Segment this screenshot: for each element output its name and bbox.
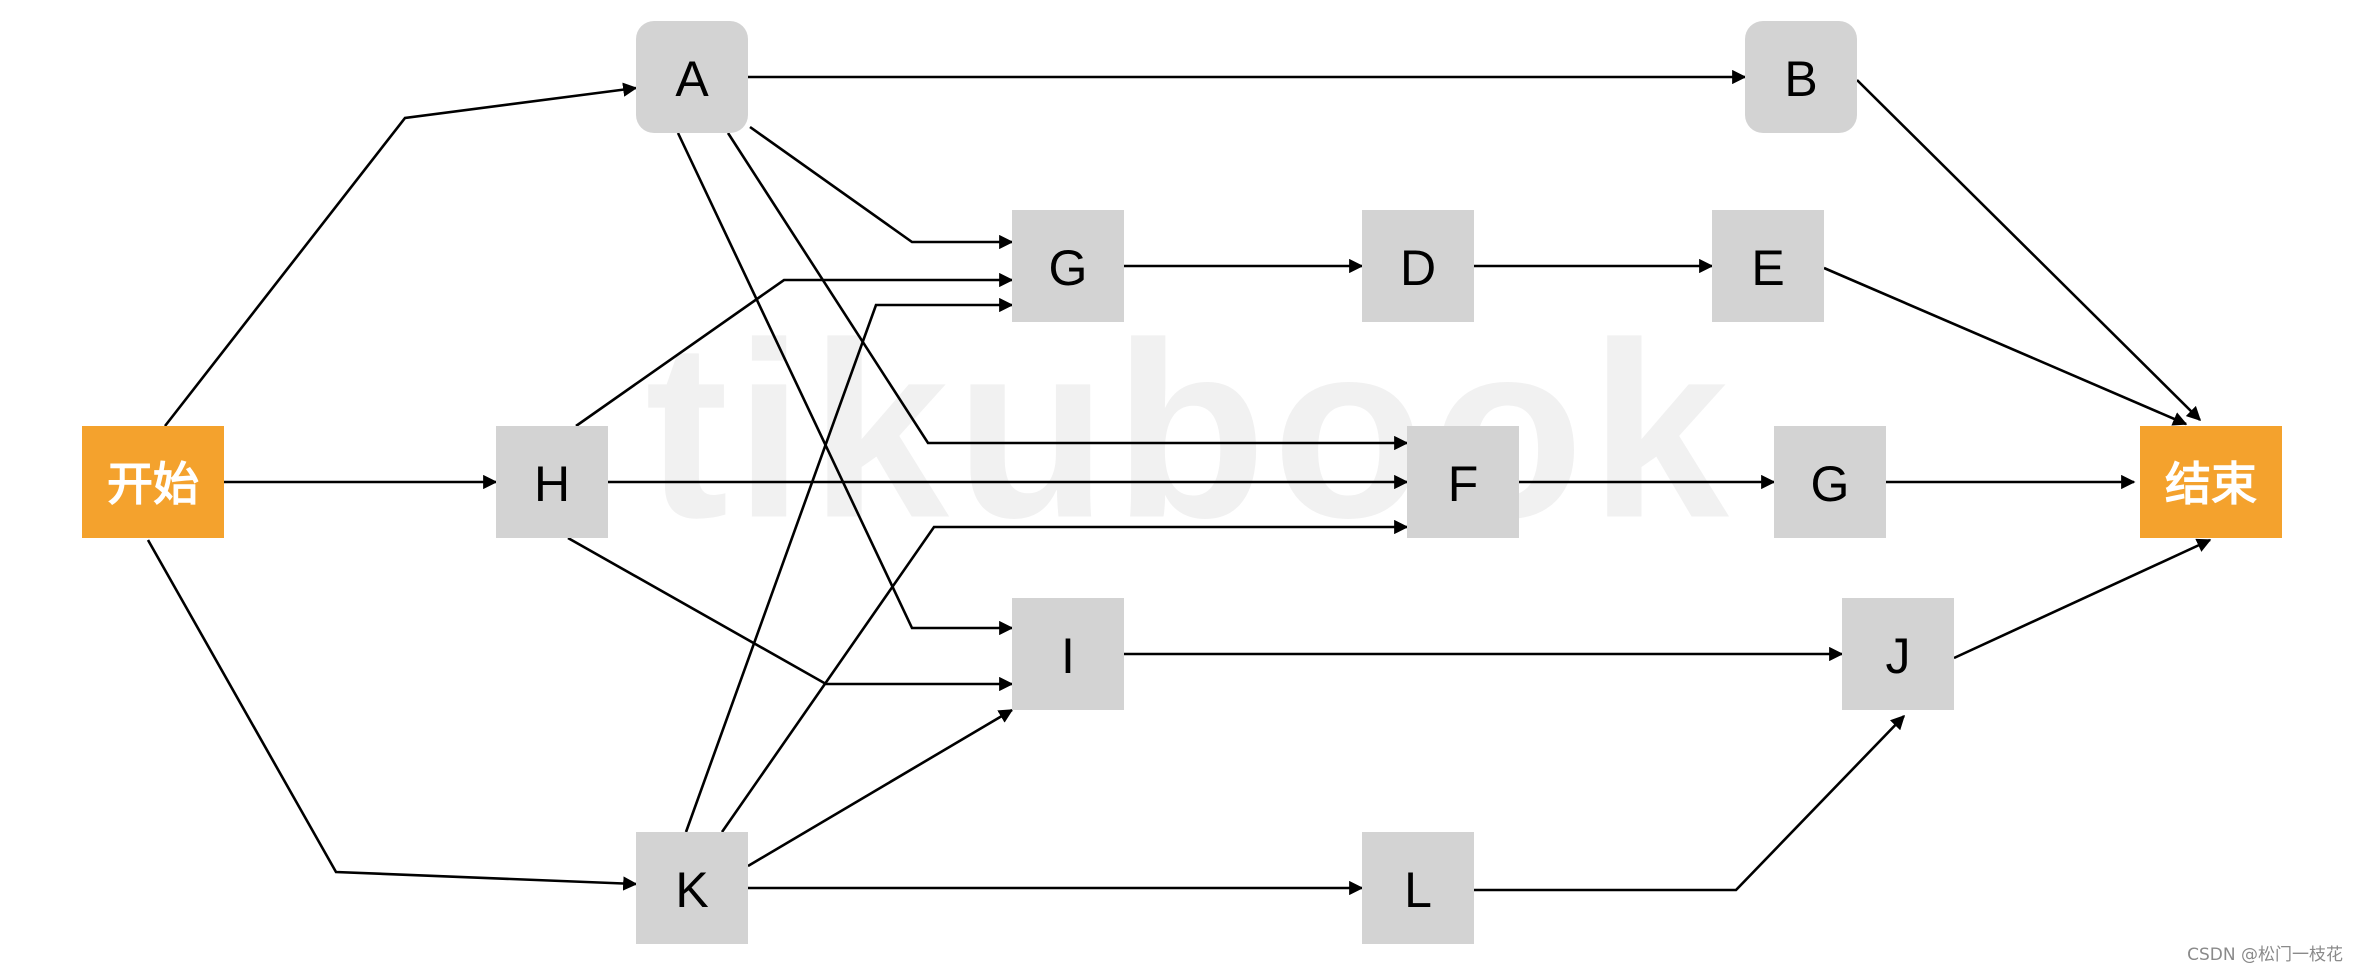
node-label: H: [534, 456, 570, 512]
node-label: E: [1751, 240, 1784, 296]
watermark: tikubook: [645, 291, 1735, 570]
edge-k-to-g1: [684, 297, 1014, 833]
node-label: J: [1886, 628, 1911, 684]
node-b: B: [1745, 21, 1857, 133]
edge-a-to-i: [676, 132, 1014, 636]
node-label: A: [675, 51, 709, 107]
edge-k-to-i: [747, 708, 1014, 868]
node-label: 开始: [107, 457, 199, 511]
node-label: D: [1400, 240, 1436, 296]
node-label: K: [675, 862, 708, 918]
edge-j-to-end: [1953, 538, 2212, 660]
node-e: E: [1712, 210, 1824, 322]
node-end: 结束: [2140, 426, 2282, 538]
node-g1: G: [1012, 210, 1124, 322]
node-box: [82, 426, 224, 538]
edge-a-to-g1: [749, 125, 1014, 250]
node-label: G: [1049, 240, 1088, 296]
node-a: A: [636, 21, 748, 133]
node-box: [636, 832, 748, 944]
node-box: [1012, 210, 1124, 322]
node-box: [2140, 426, 2282, 538]
node-label: L: [1404, 862, 1432, 918]
node-box: [1407, 426, 1519, 538]
edge-b-to-end: [1856, 79, 2202, 422]
node-box: [1774, 426, 1886, 538]
node-label: B: [1784, 51, 1817, 107]
node-l: L: [1362, 832, 1474, 944]
node-h: H: [496, 426, 608, 538]
node-box: [1362, 832, 1474, 944]
edge-l-to-j: [1474, 714, 1905, 892]
node-k: K: [636, 832, 748, 944]
node-d: D: [1362, 210, 1474, 322]
node-g2: G: [1774, 426, 1886, 538]
node-box: [1012, 598, 1124, 710]
edge-a-to-f: [726, 132, 1409, 451]
edge-start-to-k: [146, 539, 638, 891]
node-box: [1362, 210, 1474, 322]
node-i: I: [1012, 598, 1124, 710]
edge-h-to-g1: [575, 272, 1014, 428]
credit-text: CSDN @松门一枝花: [2187, 945, 2343, 965]
node-label: 结束: [2165, 457, 2257, 511]
edge-e-to-end: [1823, 266, 2188, 426]
edge-start-to-a: [163, 82, 638, 427]
node-box: [1712, 210, 1824, 322]
node-j: J: [1842, 598, 1954, 710]
node-label: F: [1448, 456, 1479, 512]
edge-k-to-f: [720, 519, 1409, 833]
node-label: I: [1061, 628, 1075, 684]
edges: [146, 69, 2212, 896]
node-box: [496, 426, 608, 538]
node-box: [1842, 598, 1954, 710]
node-box: [1745, 21, 1857, 133]
node-f: F: [1407, 426, 1519, 538]
node-label: G: [1811, 456, 1850, 512]
node-start: 开始: [82, 426, 224, 538]
nodes: 开始 A B G D E H F G I J K L 结束: [82, 21, 2282, 944]
node-box: [636, 21, 748, 133]
